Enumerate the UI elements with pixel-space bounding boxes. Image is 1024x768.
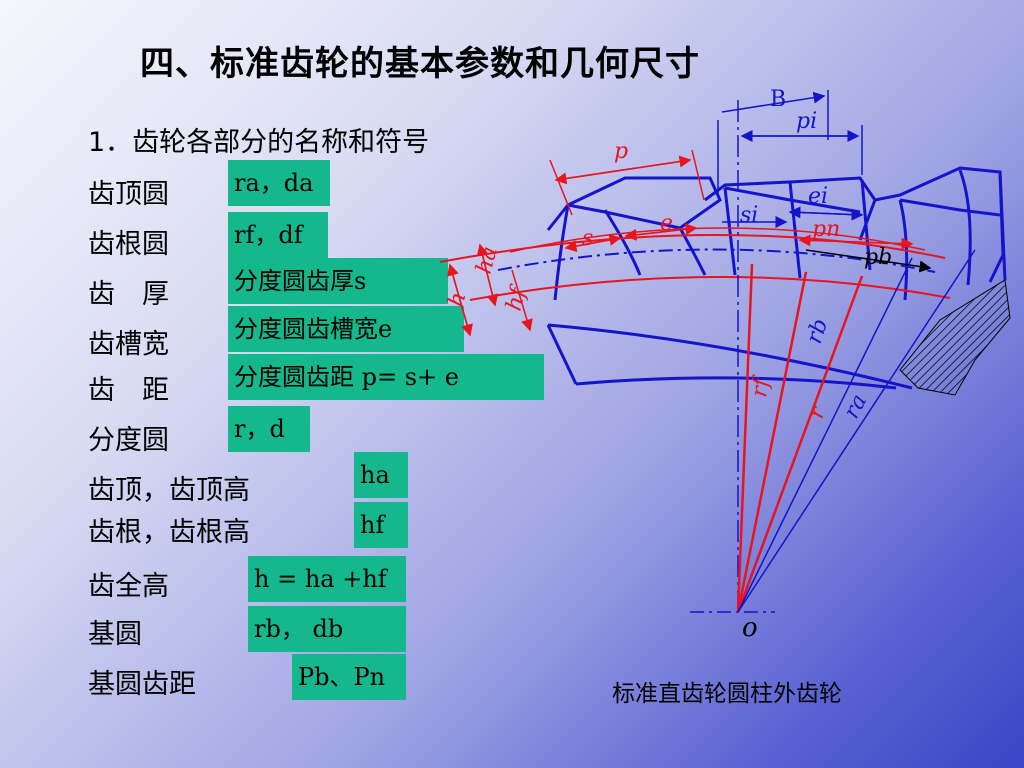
hatched-section [899, 279, 1011, 396]
label-h: h [444, 289, 472, 309]
diagram-caption: 标准直齿轮圆柱外齿轮 [612, 681, 842, 707]
symbol-box-pb-pn: Pb、Pn [292, 654, 406, 700]
term-addendum: 齿顶，齿顶高 [88, 475, 250, 506]
label-pb: pb [864, 245, 892, 270]
label-rb: rb [802, 316, 833, 347]
symbol-box-hf: hf [354, 502, 408, 548]
term-pitch-circle: 分度圆 [88, 425, 169, 456]
term-base-circle: 基圆 [88, 619, 142, 650]
label-pi: pi [796, 109, 817, 134]
label-s: s [582, 226, 593, 251]
page-title: 四、标准齿轮的基本参数和几何尺寸 [140, 44, 700, 84]
symbol-box-rb-db: rb， db [248, 606, 406, 652]
symbol-box-space-width: 分度圆齿槽宽e [228, 306, 464, 352]
symbol-box-r-d: r，d [228, 406, 310, 452]
term-space-width: 齿槽宽 [88, 329, 169, 360]
label-o: o [742, 613, 758, 643]
dedendum-circle [469, 275, 951, 301]
term-tooth-thickness: 齿 厚 [88, 279, 169, 310]
label-p: p [614, 139, 628, 164]
label-pn: pn [812, 217, 840, 242]
section-subtitle: 1．齿轮各部分的名称和符号 [88, 127, 430, 158]
term-dedendum: 齿根，齿根高 [88, 517, 250, 548]
symbol-box-pitch: 分度圆齿距 p= s+ e [228, 354, 544, 400]
term-dedendum-circle: 齿根圆 [88, 229, 169, 260]
pitch-circle [497, 248, 936, 273]
addendum-circle [439, 233, 946, 263]
label-si: si [740, 203, 758, 228]
symbol-box-whole-depth: h = ha +hf [248, 556, 406, 602]
symbol-box-rf-df: rf，df [228, 212, 328, 258]
term-pitch: 齿 距 [88, 375, 169, 406]
symbol-box-ha: ha [354, 452, 408, 498]
gear-outline [546, 166, 1007, 390]
label-ei: ei [808, 184, 828, 209]
term-base-pitch: 基圆齿距 [88, 669, 196, 700]
label-e: e [660, 211, 673, 236]
label-B: B [770, 87, 786, 112]
term-addendum-circle: 齿顶圆 [88, 179, 169, 210]
symbol-box-ra-da: ra，da [228, 160, 330, 206]
radius-lines [736, 249, 976, 613]
label-ha: ha [472, 244, 503, 277]
symbol-box-tooth-thickness: 分度圆齿厚s [228, 258, 448, 304]
term-whole-depth: 齿全高 [88, 571, 169, 602]
